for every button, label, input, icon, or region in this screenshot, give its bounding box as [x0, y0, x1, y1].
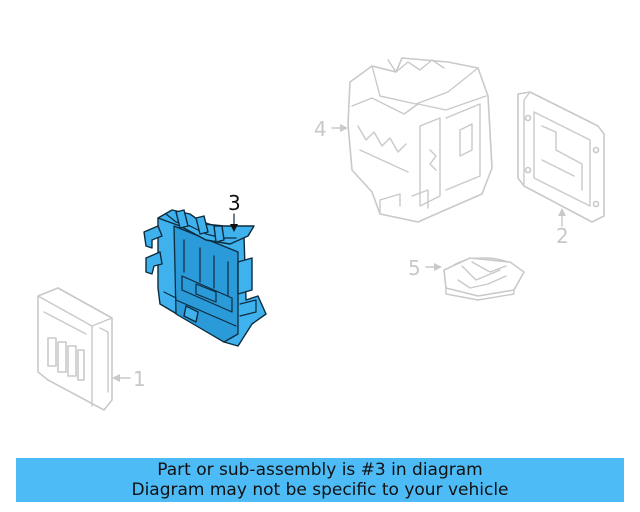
- callout-2-label: 2: [556, 224, 569, 248]
- callout-4: 4: [314, 117, 348, 141]
- part-3-bracket-highlighted[interactable]: [143, 209, 267, 347]
- banner-line-2: Diagram may not be specific to your vehi…: [131, 480, 509, 500]
- part-4-housing[interactable]: [347, 57, 493, 223]
- callout-4-label: 4: [314, 117, 327, 141]
- part-1-control-module[interactable]: [37, 287, 113, 411]
- callout-3-label: 3: [228, 191, 241, 215]
- part-2-bracket[interactable]: [517, 91, 605, 223]
- info-banner: Part or sub-assembly is #3 in diagram Di…: [16, 458, 624, 502]
- callout-2: 2: [556, 208, 569, 248]
- callout-1-label: 1: [133, 367, 146, 391]
- callout-5: 5: [408, 256, 442, 280]
- banner-line-1: Part or sub-assembly is #3 in diagram: [157, 460, 483, 480]
- parts-diagram: 1 4 2: [37, 57, 605, 411]
- callout-5-label: 5: [408, 256, 421, 280]
- part-5-actuator[interactable]: [443, 257, 525, 301]
- callout-1: 1: [112, 367, 146, 391]
- callout-3: 3: [228, 191, 241, 232]
